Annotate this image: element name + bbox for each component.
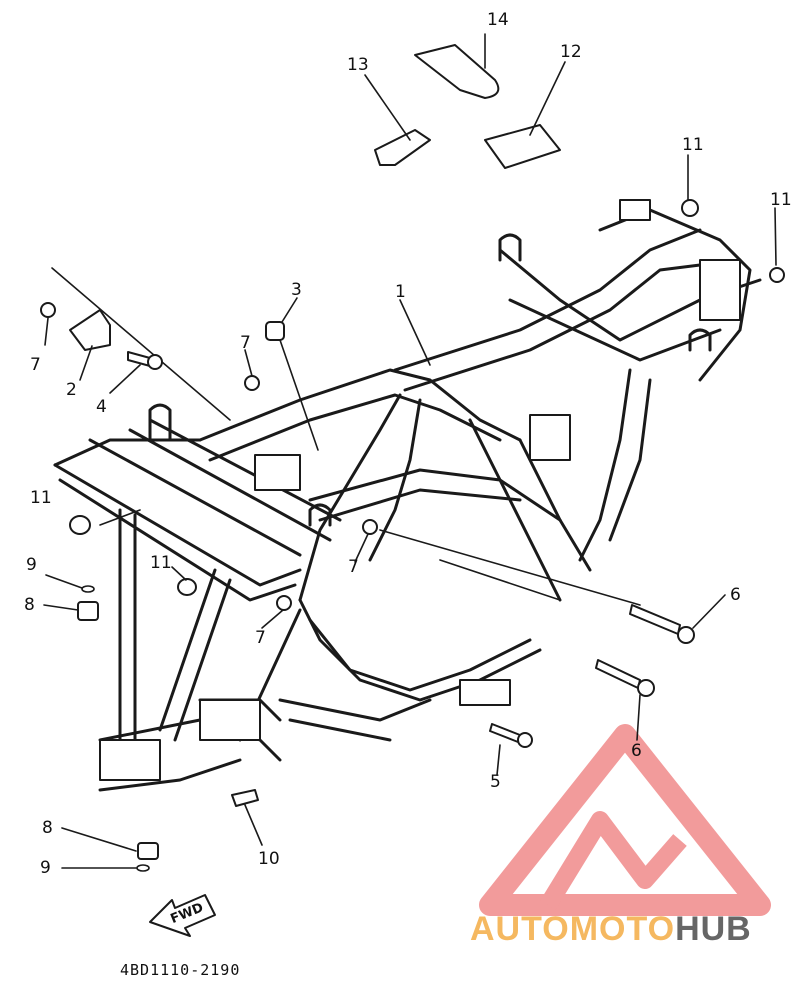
automotohub-wordmark: AUTOMOTOHUB <box>470 910 752 948</box>
part-14-cover <box>414 44 500 99</box>
callout-13: 13 <box>347 55 369 75</box>
main-frame <box>51 199 762 792</box>
part-11-cap <box>69 515 91 535</box>
part-11-cap <box>177 578 197 596</box>
part-13-strap <box>374 129 431 166</box>
callouts: 14 13 12 11 11 1 3 7 7 2 4 11 11 9 8 7 7… <box>24 10 792 878</box>
callout-9: 9 <box>26 555 37 575</box>
part-12-plate <box>484 124 561 169</box>
part-9-washer <box>81 585 95 593</box>
part-11-cap <box>681 199 699 217</box>
drawing-code: 4BD1110-2190 <box>120 961 240 979</box>
fwd-arrow-icon: FWD <box>149 894 216 937</box>
part-4-bolt <box>127 351 151 367</box>
callout-5: 5 <box>490 772 501 792</box>
part-7-nut <box>362 519 378 535</box>
callout-8: 8 <box>42 818 53 838</box>
wordmark-part2: HUB <box>675 910 752 948</box>
part-6-bolt <box>595 659 641 689</box>
callout-14: 14 <box>487 10 509 30</box>
part-11-cap <box>769 267 785 283</box>
callout-2: 2 <box>66 380 77 400</box>
callout-10: 10 <box>258 849 280 869</box>
leader-lines <box>43 33 777 869</box>
callout-11: 11 <box>150 553 172 573</box>
part-8-bushing <box>137 842 159 860</box>
fasteners <box>40 44 785 872</box>
part-8-bushing <box>77 601 99 621</box>
callout-12: 12 <box>560 42 582 62</box>
part-10-fitting <box>231 789 259 807</box>
callout-8: 8 <box>24 595 35 615</box>
callout-7: 7 <box>30 355 41 375</box>
callout-4: 4 <box>96 397 107 417</box>
callout-11: 11 <box>682 135 704 155</box>
callout-7: 7 <box>255 628 266 648</box>
part-7-nut <box>276 595 292 611</box>
callout-1: 1 <box>395 282 406 302</box>
part-7-nut <box>40 302 56 318</box>
callout-6: 6 <box>730 585 741 605</box>
callout-11: 11 <box>770 190 792 210</box>
callout-3: 3 <box>291 280 302 300</box>
part-9-washer <box>136 864 150 872</box>
callout-11: 11 <box>30 488 52 508</box>
part-2-bracket <box>69 309 111 351</box>
part-5-bolt <box>489 723 521 743</box>
part-7-nut <box>244 375 260 391</box>
callout-7: 7 <box>348 557 359 577</box>
part-6-bolt <box>629 604 681 635</box>
part-3-plug <box>265 321 285 341</box>
callout-6: 6 <box>631 741 642 761</box>
callout-7: 7 <box>240 333 251 353</box>
callout-9: 9 <box>40 858 51 878</box>
wordmark-part1: AUTOMOTO <box>470 910 675 948</box>
svg-text:AUTOMOTOHUB: AUTOMOTOHUB <box>470 910 752 948</box>
automotohub-logo <box>479 724 771 916</box>
